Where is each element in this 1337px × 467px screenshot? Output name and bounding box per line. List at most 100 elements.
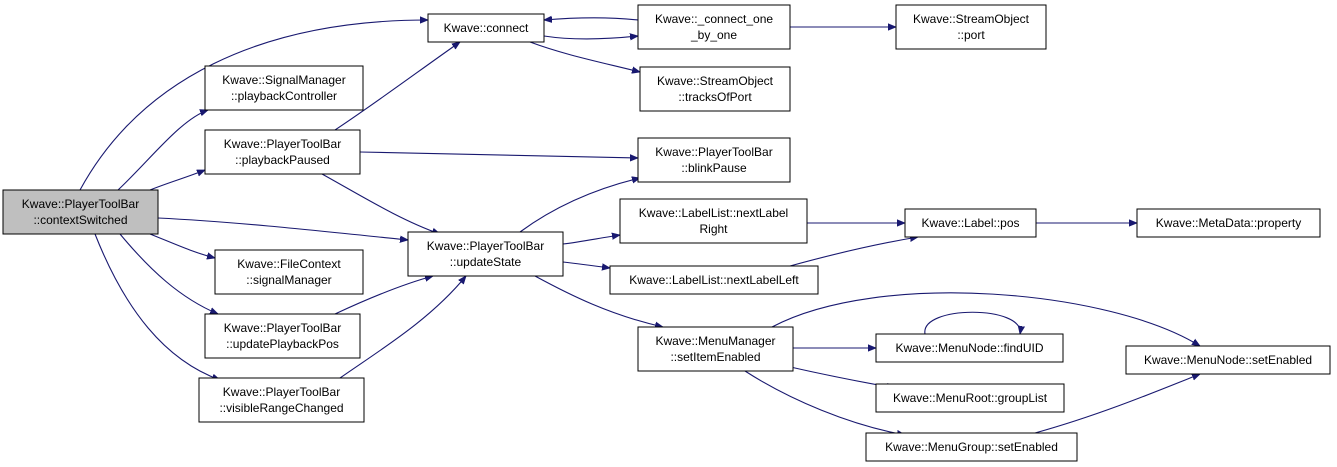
edge-contextSwitched-to-updatePlaybackPos: [119, 233, 218, 315]
edge-playbackPaused-to-connect: [334, 42, 460, 131]
node-groupSetEnabled[interactable]: Kwave::MenuGroup::setEnabled: [865, 432, 1078, 462]
node-label: Kwave::MenuManager: [655, 334, 775, 348]
node-box: [2, 189, 159, 235]
node-box: [865, 432, 1078, 462]
edge-updateState-to-blinkPause: [519, 178, 640, 233]
node-findUID[interactable]: Kwave::MenuNode::findUID: [875, 333, 1064, 363]
node-label: ::updateState: [450, 255, 522, 269]
edge-contextSwitched-to-playbackPaused: [149, 169, 205, 191]
node-label: Kwave::_connect_one: [655, 12, 773, 26]
edge-connect-to-tracksOfPort: [529, 41, 640, 72]
node-nextLabelLeft[interactable]: Kwave::LabelList::nextLabelLeft: [609, 265, 819, 295]
node-box: [427, 13, 545, 43]
node-box: [204, 65, 364, 111]
node-label: Kwave::StreamObject: [657, 74, 774, 88]
node-box: [198, 377, 365, 423]
node-label: Kwave::PlayerToolBar: [427, 239, 544, 253]
edge-contextSwitched-to-connect: [79, 20, 428, 191]
node-box: [204, 313, 361, 359]
node-label: ::tracksOfPort: [678, 90, 752, 104]
node-box: [637, 326, 794, 372]
node-playbackPaused[interactable]: Kwave::PlayerToolBar::playbackPaused: [204, 129, 361, 175]
node-label: Kwave::MenuGroup::setEnabled: [885, 440, 1058, 454]
edge-contextSwitched-to-updateState: [157, 217, 408, 240]
node-tracksOfPort[interactable]: Kwave::StreamObject::tracksOfPort: [639, 66, 791, 112]
edge-visibleRangeChanged-to-updateState: [339, 276, 466, 379]
edge-groupSetEnabled-to-nodeSetEnabled: [1034, 373, 1200, 434]
node-blinkPause[interactable]: Kwave::PlayerToolBar::blinkPause: [637, 137, 791, 183]
edge-setItemEnabled-to-nodeSetEnabled: [771, 292, 1200, 346]
node-playbackController[interactable]: Kwave::SignalManager::playbackController: [204, 65, 364, 111]
node-label: Kwave::PlayerToolBar: [22, 197, 139, 211]
edge-playbackPaused-to-updateState: [321, 173, 440, 234]
node-label: ::contextSwitched: [33, 213, 127, 227]
edge-connect-to-connectOneByOne: [543, 36, 638, 39]
edge-updateState-to-nextLabelRight: [562, 235, 620, 245]
node-label: Kwave::PlayerToolBar: [224, 137, 341, 151]
node-connectOneByOne[interactable]: Kwave::_connect_one_by_one: [637, 4, 791, 50]
node-groupList[interactable]: Kwave::MenuRoot::groupList: [875, 383, 1065, 413]
node-box: [204, 129, 361, 175]
node-box: [895, 4, 1047, 50]
edge-connectOneByOne-to-connect: [544, 18, 639, 20]
edge-contextSwitched-to-signalManager: [149, 233, 215, 258]
node-port[interactable]: Kwave::StreamObject::port: [895, 4, 1047, 50]
node-label: Kwave::FileContext: [237, 257, 341, 271]
node-label: Kwave::PlayerToolBar: [655, 145, 772, 159]
node-label: Kwave::StreamObject: [913, 12, 1030, 26]
node-label: ::playbackController: [231, 89, 337, 103]
node-nodeSetEnabled[interactable]: Kwave::MenuNode::setEnabled: [1125, 345, 1331, 375]
node-label: Kwave::PlayerToolBar: [223, 385, 340, 399]
node-label: Kwave::Label::pos: [921, 216, 1019, 230]
node-box: [609, 265, 819, 295]
node-box: [407, 231, 564, 277]
node-box: [875, 383, 1065, 413]
node-visibleRangeChanged[interactable]: Kwave::PlayerToolBar::visibleRangeChange…: [198, 377, 365, 423]
node-label: ::updatePlaybackPos: [226, 337, 339, 351]
node-updatePlaybackPos[interactable]: Kwave::PlayerToolBar::updatePlaybackPos: [204, 313, 361, 359]
node-label: _by_one: [690, 28, 737, 42]
node-label: ::playbackPaused: [235, 153, 330, 167]
node-label: Right: [699, 222, 728, 236]
node-metaProperty[interactable]: Kwave::MetaData::property: [1136, 208, 1321, 238]
node-updateState[interactable]: Kwave::PlayerToolBar::updateState: [407, 231, 564, 277]
node-box: [637, 137, 791, 183]
node-box: [619, 198, 808, 244]
node-label: Kwave::LabelList::nextLabelLeft: [629, 273, 799, 287]
node-box: [875, 333, 1064, 363]
node-signalManager[interactable]: Kwave::FileContext::signalManager: [214, 249, 364, 295]
edge-updateState-to-setItemEnabled: [534, 275, 663, 327]
node-box: [904, 208, 1037, 238]
node-label: ::visibleRangeChanged: [219, 401, 343, 415]
node-layer: Kwave::PlayerToolBar::contextSwitchedKwa…: [2, 4, 1331, 462]
edge-findUID-to-findUID: [924, 311, 1020, 334]
node-label: ::blinkPause: [681, 161, 747, 175]
node-box: [1125, 345, 1331, 375]
edge-contextSwitched-to-playbackController: [117, 110, 208, 191]
node-label: Kwave::MenuRoot::groupList: [893, 391, 1048, 405]
node-label: Kwave::connect: [444, 21, 529, 35]
node-setItemEnabled[interactable]: Kwave::MenuManager::setItemEnabled: [637, 326, 794, 372]
node-label: ::signalManager: [246, 273, 331, 287]
node-box: [214, 249, 364, 295]
edge-nextLabelLeft-to-labelPos: [789, 237, 918, 267]
node-connect[interactable]: Kwave::connect: [427, 13, 545, 43]
node-box: [1136, 208, 1321, 238]
node-label: Kwave::LabelList::nextLabel: [639, 206, 788, 220]
node-labelPos[interactable]: Kwave::Label::pos: [904, 208, 1037, 238]
edge-setItemEnabled-to-groupSetEnabled: [744, 370, 905, 435]
node-label: ::setItemEnabled: [670, 350, 760, 364]
node-label: Kwave::PlayerToolBar: [224, 321, 341, 335]
node-box: [639, 66, 791, 112]
node-box: [637, 4, 791, 50]
node-contextSwitched[interactable]: Kwave::PlayerToolBar::contextSwitched: [2, 189, 159, 235]
node-label: ::port: [957, 28, 985, 42]
edge-updateState-to-nextLabelLeft: [562, 261, 610, 268]
node-label: Kwave::MenuNode::setEnabled: [1144, 353, 1312, 367]
edge-contextSwitched-to-visibleRangeChanged: [94, 233, 220, 380]
edge-updatePlaybackPos-to-updateState: [334, 276, 433, 315]
edge-layer: [79, 18, 1200, 435]
node-label: Kwave::MetaData::property: [1156, 216, 1301, 230]
